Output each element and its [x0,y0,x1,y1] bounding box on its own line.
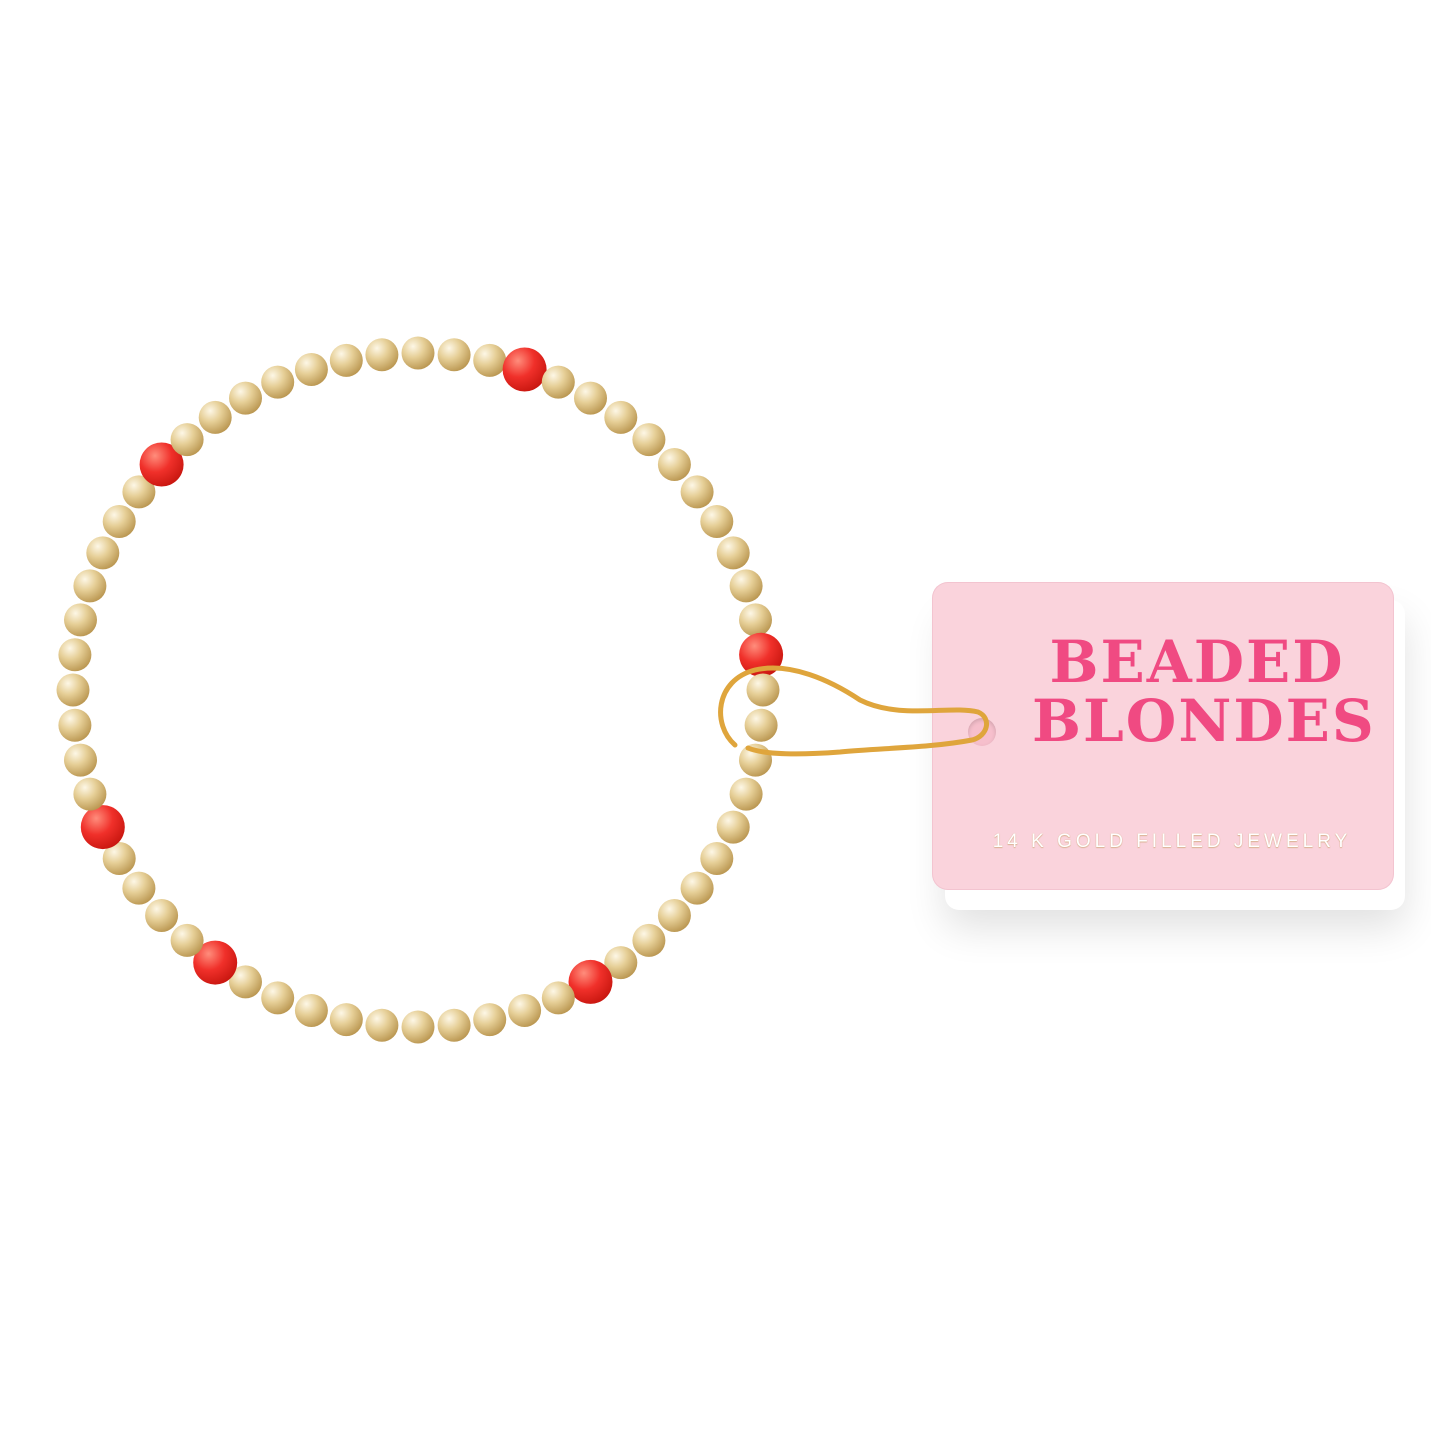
gold-bead [657,899,691,932]
gold-bead [122,475,156,509]
gold-bead [170,923,204,957]
gold-bead [716,536,750,570]
gold-bead [64,743,97,777]
gold-bead [102,505,136,538]
red-bead [739,632,784,677]
gold-bead [102,842,136,875]
gold-bead [86,536,120,570]
gold-bead [170,423,204,457]
gold-bead [657,448,691,481]
gold-bead [739,603,772,637]
tag-subline: 14 K GOLD FILLED JEWELRY [992,831,1352,852]
gold-bead [329,343,363,377]
gold-bead [680,475,714,509]
gold-bead [700,842,734,875]
gold-bead [401,336,435,370]
gold-bead [729,569,763,603]
gold-bead [261,981,295,1015]
gold-bead [261,365,295,399]
gold-bead [122,871,156,905]
gold-bead [401,1010,435,1044]
gold-bead [632,923,666,957]
gold-bead [73,777,107,811]
gold-bead [145,899,179,932]
gold-bead [632,423,666,457]
gold-bead [473,1003,507,1037]
gold-bead [73,569,107,603]
gold-bead [574,381,607,415]
brand-name-line-1: BEADED [1049,628,1345,696]
gold-bead [744,708,778,742]
gold-bead [229,965,262,999]
tag-hole [968,718,996,746]
gold-bead [294,994,328,1027]
gold-bead [473,343,507,377]
brand-name-line-2: BLONDES [1032,687,1376,755]
gold-bead [229,381,262,415]
gold-bead [746,673,780,707]
gold-bead [739,743,772,777]
gold-bead [437,1008,471,1042]
gold-bead [604,946,638,980]
gold-bead [294,353,328,386]
gold-bead [329,1003,363,1037]
gold-bead [365,1008,399,1042]
gold-bead [437,338,471,372]
gold-bead [64,603,97,637]
gold-bead [700,505,734,538]
gold-bead [56,673,90,707]
gold-bead [508,994,542,1027]
gold-bead [541,365,575,399]
gold-bead [680,871,714,905]
red-bead [568,959,613,1004]
gold-bead [365,338,399,372]
gold-bead [541,981,575,1015]
gold-bead [58,638,92,672]
gold-bead [198,400,232,434]
red-bead [193,940,238,985]
gold-bead [729,777,763,811]
gold-bead [716,810,750,844]
red-bead [502,347,547,392]
brand-hang-tag [932,582,1394,890]
gold-bead [58,708,92,742]
red-bead [139,442,184,487]
red-bead [80,805,125,850]
gold-bead [604,400,638,434]
